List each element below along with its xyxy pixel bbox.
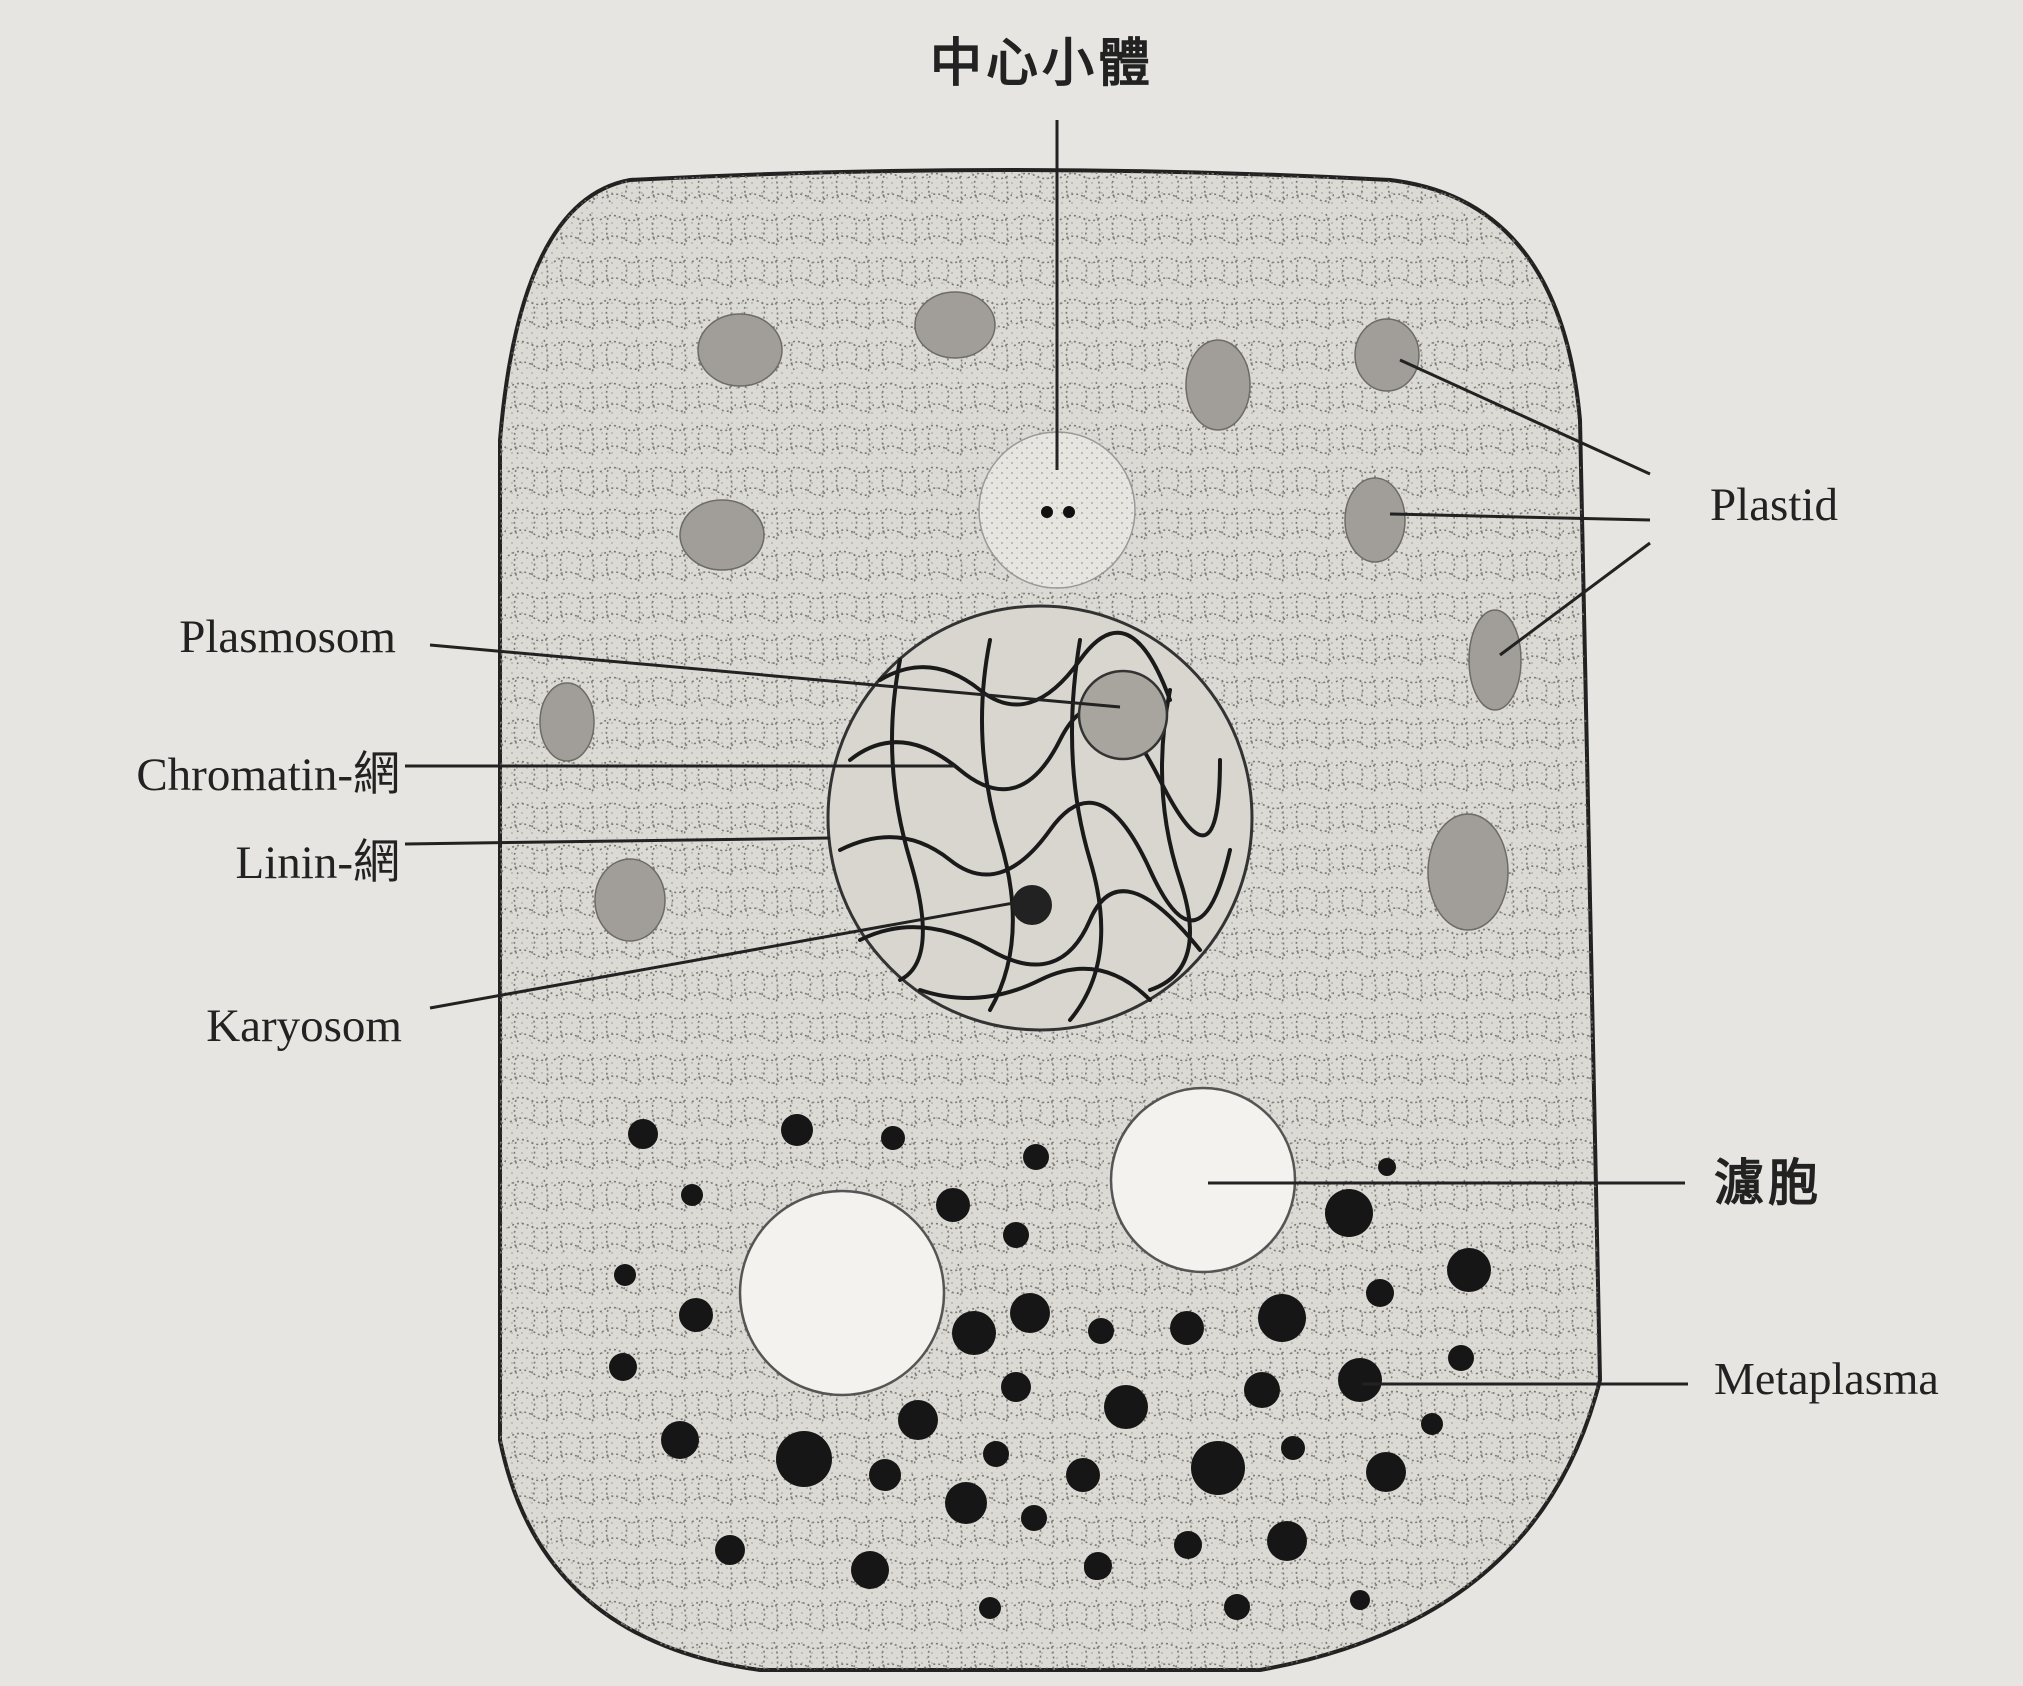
label-linin: Linin-網 (150, 840, 400, 887)
label-metaplasma: Metaplasma (1714, 1356, 1939, 1402)
label-centrosome: 中心小體 (930, 38, 1154, 90)
label-karyosom: Karyosom (120, 1003, 402, 1050)
label-chromatin: Chromatin-網 (40, 752, 400, 799)
nucleus (828, 606, 1252, 1030)
label-vacuole: 濾胞 (1714, 1158, 1822, 1208)
label-plasmosom: Plasmosom (96, 614, 396, 661)
label-plastid: Plastid (1710, 482, 1838, 529)
